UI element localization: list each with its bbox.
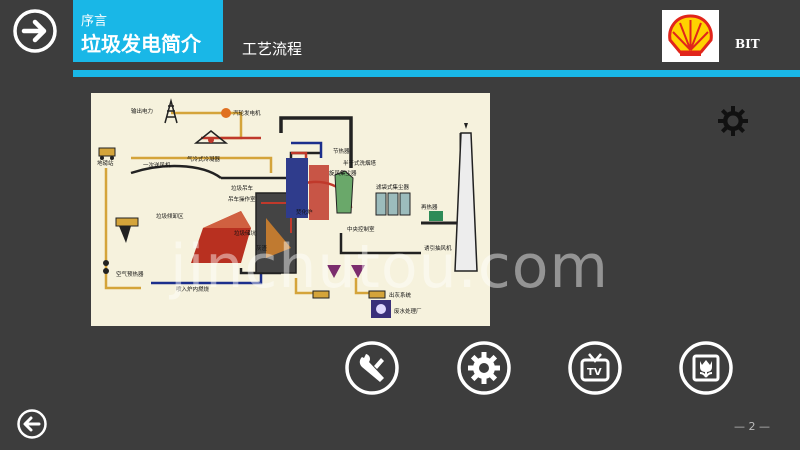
label-garbage-crane: 垃圾吊车 xyxy=(231,184,254,192)
label-ash-system: 出灰系统 xyxy=(389,291,412,299)
page-title: 垃圾发电简介 xyxy=(81,32,201,56)
shell-logo xyxy=(662,10,719,62)
label-central-control: 中央控制室 xyxy=(347,225,375,233)
wrench-icon[interactable] xyxy=(344,340,400,396)
shell-logo-icon xyxy=(668,14,713,56)
page-number: — 2 — xyxy=(734,420,770,433)
accent-bar xyxy=(73,70,800,77)
label-air-preheater: 空气预热器 xyxy=(116,270,144,278)
label-weighbridge: 地磅站 xyxy=(97,159,114,167)
tulip-icon[interactable] xyxy=(678,340,734,396)
label-garbage-hopper: 垃圾储坑 xyxy=(234,229,257,237)
watermark: jinchutou.com xyxy=(170,232,609,302)
gear-icon[interactable] xyxy=(717,105,749,137)
diagram-graphic: 输出电力 汽轮发电机 地磅站 一次送风机 气冷式冷凝器 垃圾吊车 节热器 半干式… xyxy=(97,98,478,318)
label-primary-fan: 一次送风机 xyxy=(143,161,171,169)
process-flow-diagram: 输出电力 汽轮发电机 地磅站 一次送风机 气冷式冷凝器 垃圾吊车 节热器 半干式… xyxy=(91,93,490,326)
label-garbage-pit: 垃圾倾卸区 xyxy=(156,212,184,220)
page-subtitle: 工艺流程 xyxy=(242,40,303,58)
svg-text:TV: TV xyxy=(587,367,602,378)
title-block: 序言 垃圾发电简介 xyxy=(73,0,223,62)
label-crane-room: 吊车操作室 xyxy=(228,195,256,203)
label-incinerator: 焚化炉 xyxy=(296,208,313,216)
tv-icon[interactable]: TV xyxy=(567,340,623,396)
label-ash-conveyor: 灰渣 xyxy=(256,244,268,252)
label-semi-dry-scrubber: 半干式洗烟塔 xyxy=(343,159,377,167)
label-cyclone-dust: 旋风集尘器 xyxy=(329,169,357,177)
label-output-power: 输出电力 xyxy=(131,107,153,115)
label-induced-fan: 诱引抽风机 xyxy=(424,244,452,252)
arrow-right-circle-icon[interactable] xyxy=(12,8,58,54)
label-reheater: 再热器 xyxy=(421,203,438,211)
gear-icon[interactable] xyxy=(456,340,512,396)
label-air-cooled-condenser: 气冷式冷凝器 xyxy=(187,155,221,163)
label-aux-burner: 喷入炉内燃烧 xyxy=(176,285,210,293)
arrow-left-circle-icon[interactable] xyxy=(16,408,48,440)
label-turbine-generator: 汽轮发电机 xyxy=(233,109,261,117)
label-bag-filter: 滤袋式集尘器 xyxy=(376,183,410,191)
label-economizer: 节热器 xyxy=(333,147,350,155)
brand-text: BIT xyxy=(735,37,760,51)
section-label: 序言 xyxy=(81,14,108,29)
label-wastewater: 废水处理厂 xyxy=(394,307,422,315)
